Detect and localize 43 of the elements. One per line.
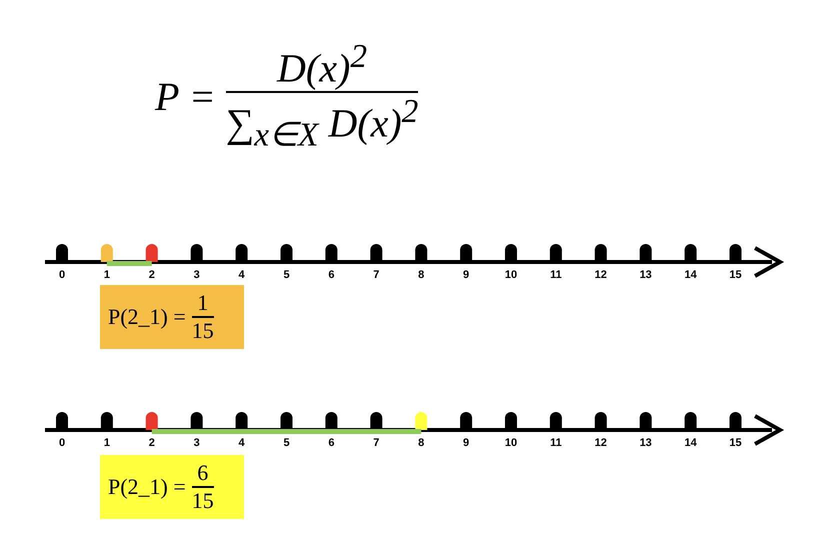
tick-number: 7 [373,269,380,281]
tick-number: 8 [418,269,424,281]
tick-number: 3 [194,437,200,449]
formula-box [100,285,244,349]
formula-text: P = [155,72,216,120]
tick-number: 5 [283,437,290,449]
fraction-denominator: 15 [192,318,214,344]
tick-number: 12 [594,269,607,281]
tick-number: 2 [148,437,155,449]
tick-number: 10 [504,269,518,281]
tick-number: 14 [684,269,697,281]
tick-number: 15 [729,269,742,281]
fraction-numerator: 6 [197,460,208,486]
tick-number: 3 [194,269,200,281]
tick-number: 9 [463,269,470,281]
tick-number: 1 [104,269,110,281]
fraction-denominator: 15 [192,488,214,514]
tick-number: 5 [283,269,290,281]
formula-box [100,455,244,519]
tick-number: 13 [640,437,652,449]
tick-number: 9 [463,437,470,449]
fraction-numerator: 1 [197,290,208,316]
tick-number: 13 [640,269,652,281]
tick-number: 6 [328,269,334,281]
formula-text: P(2_1) = [108,474,186,500]
tick-number: 0 [58,437,66,449]
tick-number: 4 [238,437,245,449]
formula-numerator: D(x)$^{2}$ [277,38,367,92]
tick-number: 15 [729,437,742,449]
formula-text: P(2_1) = [108,304,186,330]
tick-number: 2 [148,269,155,281]
tick-number: 14 [684,437,697,449]
tick-number: 6 [328,437,334,449]
tick-number: 11 [550,269,562,281]
tick-number: 11 [550,437,562,449]
tick-number: 12 [594,437,607,449]
tick-number: 10 [504,437,518,449]
tick-number: 7 [373,437,380,449]
tick-number: 4 [238,269,245,281]
tick-number: 1 [104,437,110,449]
tick-number: 8 [418,437,424,449]
formula-denominator: ∑$_{x∈X}$ D(x)$^{2}$ [226,93,418,155]
tick-number: 0 [58,269,66,281]
